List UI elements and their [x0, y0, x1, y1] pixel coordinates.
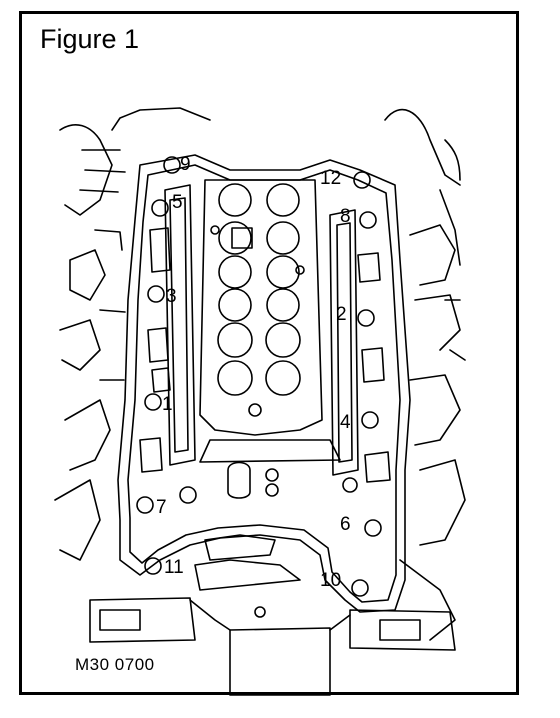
figure-frame — [19, 11, 519, 695]
cylinder-bores — [199, 179, 323, 436]
gasket-outline — [117, 154, 411, 613]
bolt-head-3 — [147, 285, 165, 303]
bolt-label-8: 8 — [340, 206, 351, 227]
bolt-head-7 — [136, 496, 154, 514]
left-engine-detail — [54, 107, 211, 561]
bolt-label-12: 12 — [320, 168, 341, 189]
bolt-head-10 — [351, 579, 369, 597]
bolt-head-6 — [364, 519, 382, 537]
bolt-label-4: 4 — [340, 412, 351, 433]
bolt-head-9 — [163, 156, 181, 174]
lower-bracket — [89, 597, 456, 696]
left-head-rail — [139, 184, 196, 473]
bolt-heads — [136, 156, 382, 597]
figure-title: Figure 1 — [40, 24, 140, 54]
bolt-label-6: 6 — [340, 514, 351, 535]
bolt-sequence-labels: 1 2 3 4 5 6 7 8 9 10 11 12 — [156, 154, 351, 591]
bolt-label-5: 5 — [172, 192, 183, 213]
bolt-label-1: 1 — [162, 394, 173, 415]
bolt-head-5 — [151, 199, 169, 217]
bolt-head-2 — [357, 309, 375, 327]
bolt-head-12 — [353, 171, 371, 189]
bolt-label-11: 11 — [164, 557, 184, 578]
bolt-head-11 — [144, 557, 162, 575]
bolt-head-1 — [144, 393, 162, 411]
right-engine-detail — [384, 108, 466, 641]
valley-components — [179, 439, 358, 618]
bolt-label-10: 10 — [320, 570, 341, 591]
right-head-rail — [329, 209, 391, 483]
bolt-label-2: 2 — [336, 304, 347, 325]
bolt-label-9: 9 — [180, 154, 191, 175]
bolt-head-4 — [361, 411, 379, 429]
bolt-label-3: 3 — [166, 286, 177, 307]
bolt-head-8 — [359, 211, 377, 229]
figure-reference-code: M30 0700 — [75, 655, 155, 674]
bolt-label-7: 7 — [156, 497, 167, 518]
